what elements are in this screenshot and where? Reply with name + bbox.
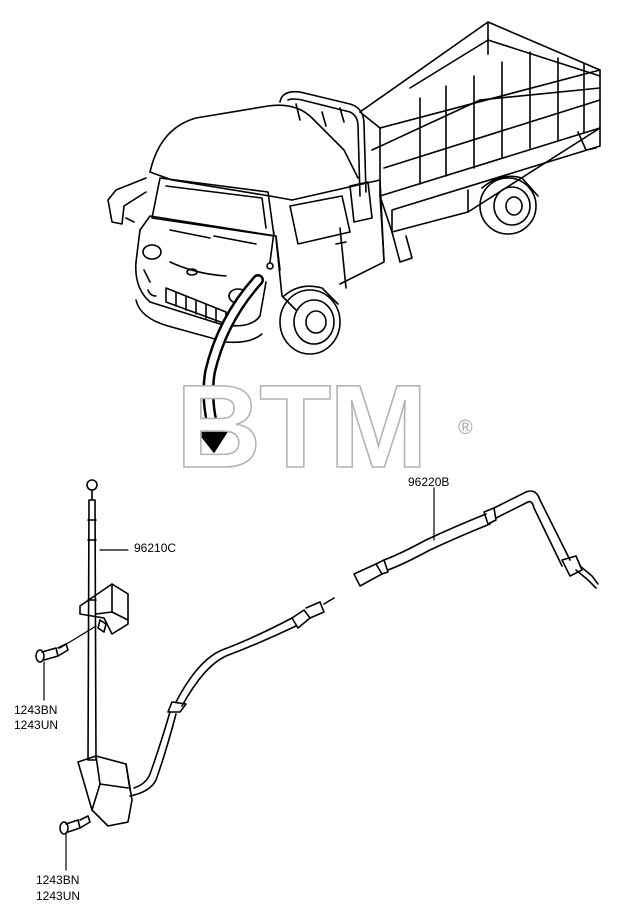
label-screw-lower-2: 1243UN bbox=[36, 889, 81, 903]
label-feeder-cable: 96220B bbox=[408, 475, 450, 489]
feeder-cable bbox=[353, 490, 599, 589]
label-screw-upper-2: 1243UN bbox=[14, 718, 59, 732]
screw-lower bbox=[59, 815, 91, 835]
watermark-logo: BTM bbox=[175, 361, 428, 493]
label-screw-lower-1: 1243BN bbox=[36, 873, 80, 887]
label-screw-upper-1: 1243BN bbox=[14, 703, 58, 717]
antenna-bracket bbox=[79, 583, 129, 635]
front-wheel bbox=[279, 285, 341, 355]
curved-arrow-icon bbox=[191, 274, 264, 453]
rear-wheel bbox=[479, 175, 539, 235]
registered-mark: ® bbox=[458, 417, 473, 439]
truck-illustration bbox=[107, 21, 601, 355]
cab bbox=[107, 104, 385, 344]
cargo-bed bbox=[359, 21, 601, 263]
screw-upper bbox=[35, 643, 69, 663]
antenna-rod bbox=[86, 479, 98, 761]
leader-lines bbox=[43, 487, 435, 871]
roll-bar bbox=[279, 90, 367, 197]
antenna-cable bbox=[129, 597, 335, 797]
label-antenna-rod: 96210C bbox=[134, 541, 177, 555]
antenna-base bbox=[77, 755, 133, 827]
